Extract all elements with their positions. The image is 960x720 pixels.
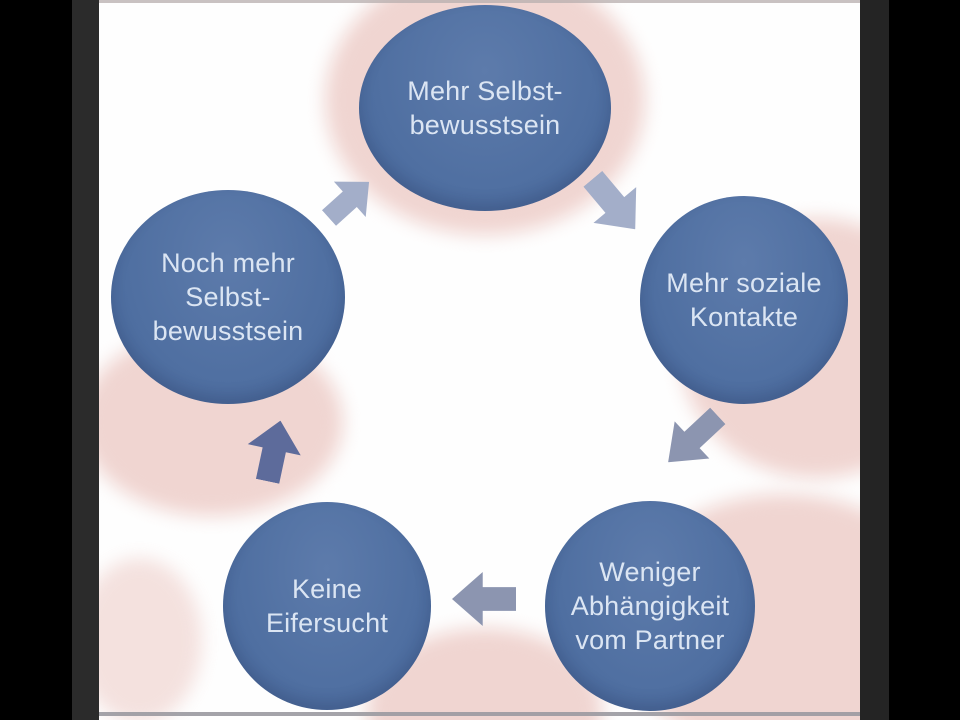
ghost-circle-bottom-left bbox=[99, 558, 202, 720]
cycle-node-top: Mehr Selbst- bewusstsein bbox=[359, 5, 611, 211]
slide-top-edge-line bbox=[99, 0, 860, 3]
letterbox-right-black bbox=[889, 0, 960, 720]
letterbox-left-black bbox=[0, 0, 72, 720]
cycle-node-left: Noch mehr Selbst- bewusstsein bbox=[111, 190, 345, 404]
cycle-node-left-label: Noch mehr Selbst- bewusstsein bbox=[152, 247, 304, 346]
slide-bottom-edge-line bbox=[99, 712, 860, 716]
letterbox-right-gray bbox=[860, 0, 889, 720]
cycle-node-bottom-right-label: Weniger Abhängigkeit vom Partner bbox=[570, 556, 730, 655]
slide-canvas: Mehr Selbst- bewusstsein Mehr soziale Ko… bbox=[99, 0, 860, 720]
cycle-node-top-label: Mehr Selbst- bewusstsein bbox=[407, 75, 563, 140]
cycle-node-right: Mehr soziale Kontakte bbox=[640, 196, 848, 404]
cycle-node-bottom-left: Keine Eifersucht bbox=[223, 502, 431, 710]
cycle-node-bottom-left-label: Keine Eifersucht bbox=[265, 573, 389, 638]
cycle-node-right-label: Mehr soziale Kontakte bbox=[666, 267, 822, 332]
cycle-node-bottom-right: Weniger Abhängigkeit vom Partner bbox=[545, 501, 755, 711]
cycle-arrow-bottom-right-to-bottom-left bbox=[452, 566, 516, 632]
letterbox-left-gray bbox=[72, 0, 99, 720]
